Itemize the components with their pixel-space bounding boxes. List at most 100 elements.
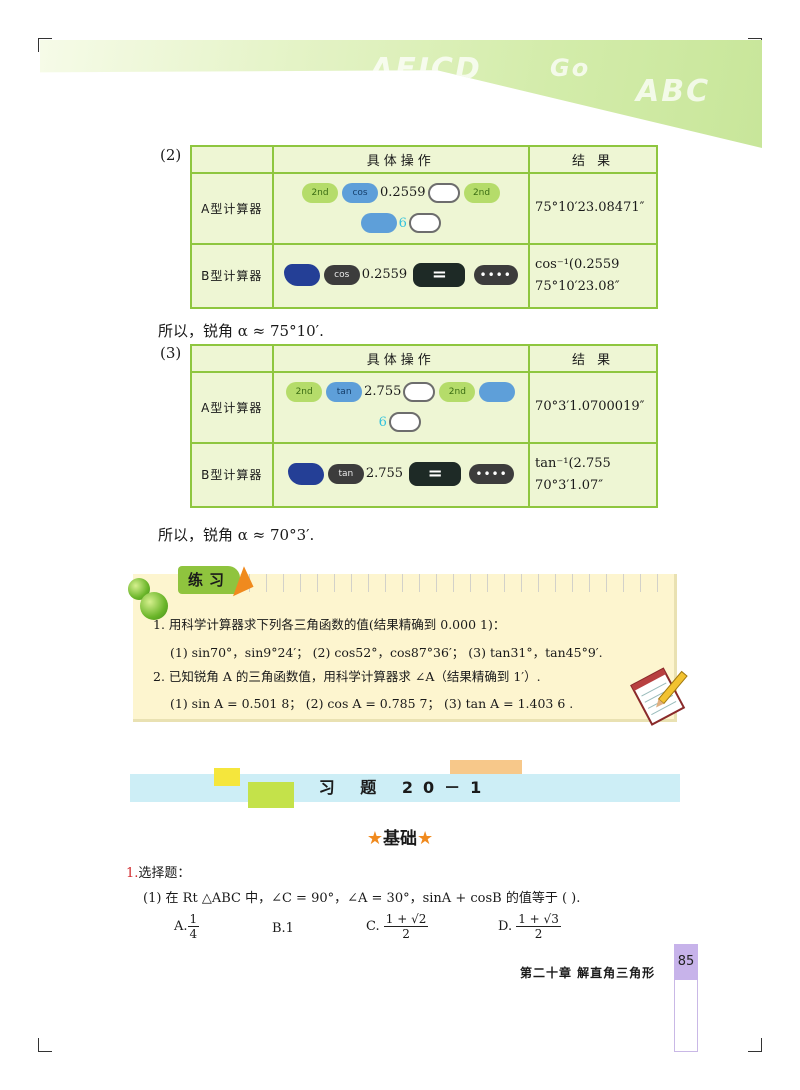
sticky-note-yellow: [214, 768, 240, 786]
notepad-pencil-icon: [630, 667, 688, 726]
conclusion-2: 所以，锐角 α ≈ 75°10′.: [158, 322, 324, 340]
header-band: AEJCD Go ABC: [40, 40, 762, 148]
table2-label: (2): [160, 146, 182, 164]
practice-q1-parts: (1) sin70°，sin9°24′； (2) cos52°，cos87°36…: [170, 645, 603, 660]
sticky-note-green: [248, 782, 294, 808]
table2-col-ops: 具体操作: [271, 145, 531, 174]
table3-row-b-result: tan⁻¹(2.755 70°3′1.07″: [528, 441, 658, 508]
key-2nd: 2nd: [463, 183, 500, 203]
table2-row-b-result: cos⁻¹(0.2559 75°10′23.08″: [528, 242, 658, 309]
key-2nd: 2nd: [286, 382, 323, 402]
key-equals: [427, 183, 460, 203]
option-d-label: D.: [498, 919, 513, 934]
practice-q2: 2. 已知锐角 A 的三角函数值，用科学计算器求 ∠A（结果精确到 1′）.: [153, 669, 541, 684]
key-2nd: 2nd: [439, 382, 476, 402]
table2-col-result: 结 果: [528, 145, 658, 174]
chapter-footer: 第二十章 解直角三角形: [520, 966, 656, 980]
option-c-label: C.: [366, 919, 380, 934]
table2-row-b-result-line2: 75°10′23.08″: [535, 278, 620, 294]
table2-row-b-result-line1: cos⁻¹(0.2559: [535, 256, 620, 272]
key-shift: [283, 264, 320, 287]
key-tan: tan: [327, 464, 364, 485]
table2-row-b-name: B型计算器: [190, 242, 274, 309]
question-1: 1.选择题：: [126, 862, 190, 881]
option-b: B.1: [272, 921, 294, 936]
table3-row-b-result-line2: 70°3′1.07″: [535, 477, 604, 493]
header-deco-text-3: ABC: [636, 74, 711, 109]
page-number: 85: [674, 944, 698, 980]
key-equals: [388, 412, 421, 432]
table3-col-ops: 具体操作: [271, 344, 531, 373]
key-cos: cos: [342, 183, 379, 203]
input-number: 0.2559: [361, 267, 408, 283]
crop-mark-top-left: [38, 38, 52, 52]
green-ball-icon: [140, 592, 168, 620]
key-dms: [479, 382, 516, 402]
fraction-numerator: 1 + √3: [516, 912, 561, 927]
question-text: 选择题：: [138, 866, 191, 881]
star-icon: ★: [366, 828, 383, 849]
sticky-note-orange: [450, 760, 522, 774]
header-deco-text-1: AEJCD: [370, 52, 482, 87]
option-a-label: A.: [174, 919, 188, 934]
fraction-numerator: 1: [187, 912, 200, 927]
key-equals: =: [413, 263, 466, 288]
practice-box: [133, 574, 677, 722]
table3-row-b-result-line1: tan⁻¹(2.755: [535, 455, 611, 471]
key-equals: [403, 382, 436, 402]
exercise-title: 习 题 20－1: [318, 778, 492, 797]
key-tan: tan: [326, 382, 363, 402]
table3-corner: [190, 344, 274, 373]
header-deco-text-2: Go: [550, 54, 591, 82]
digit-key: 6: [398, 215, 407, 231]
practice-q2-parts: (1) sin A = 0.501 8； (2) cos A = 0.785 7…: [170, 696, 574, 711]
key-equals: [408, 213, 441, 233]
table2-corner: [190, 145, 274, 174]
table3-label: (3): [160, 344, 182, 362]
table2-row-a-result: 75°10′23.08471″: [528, 172, 658, 245]
table2-row-a-name: A型计算器: [190, 172, 274, 245]
star-icon: ★: [417, 828, 434, 849]
key-2nd: 2nd: [302, 183, 339, 203]
crop-mark-bottom-left: [38, 1038, 52, 1052]
spiral-binding: [241, 574, 666, 592]
table3-col-result: 结 果: [528, 344, 658, 373]
conclusion-3: 所以，锐角 α ≈ 70°3′.: [158, 526, 315, 544]
table3-row-b-name: B型计算器: [190, 441, 274, 508]
fraction-denominator: 2: [534, 927, 543, 941]
input-number: 2.755: [365, 466, 404, 482]
basic-section-title: ★基础★: [0, 824, 800, 849]
crop-mark-bottom-right: [748, 1038, 762, 1052]
key-shift: [287, 463, 324, 486]
key-dms: ••••: [473, 265, 518, 286]
fraction-numerator: 1 + √2: [383, 912, 429, 927]
table3-row-a-name: A型计算器: [190, 371, 274, 444]
practice-title: 练习: [178, 566, 259, 602]
key-cos: cos: [323, 265, 360, 286]
digit-key: 6: [378, 414, 387, 430]
question-number: 1.: [126, 866, 139, 881]
practice-q1: 1. 用科学计算器求下列各三角函数的值(结果精确到 0.000 1)：: [153, 617, 506, 632]
question-1-sub-1: (1) 在 Rt △ABC 中，∠C = 90°，∠A = 30°，sinA +…: [143, 891, 581, 906]
input-number: 2.755: [364, 384, 402, 399]
fraction-denominator: 4: [189, 927, 198, 941]
practice-title-text: 练习: [187, 571, 230, 589]
basic-label: 基础: [383, 829, 417, 849]
key-equals: =: [409, 462, 462, 487]
input-number: 0.2559: [380, 185, 426, 200]
fraction-denominator: 2: [402, 927, 410, 941]
table3-row-a-result: 70°3′1.0700019″: [528, 371, 658, 444]
key-dms: [360, 213, 397, 233]
